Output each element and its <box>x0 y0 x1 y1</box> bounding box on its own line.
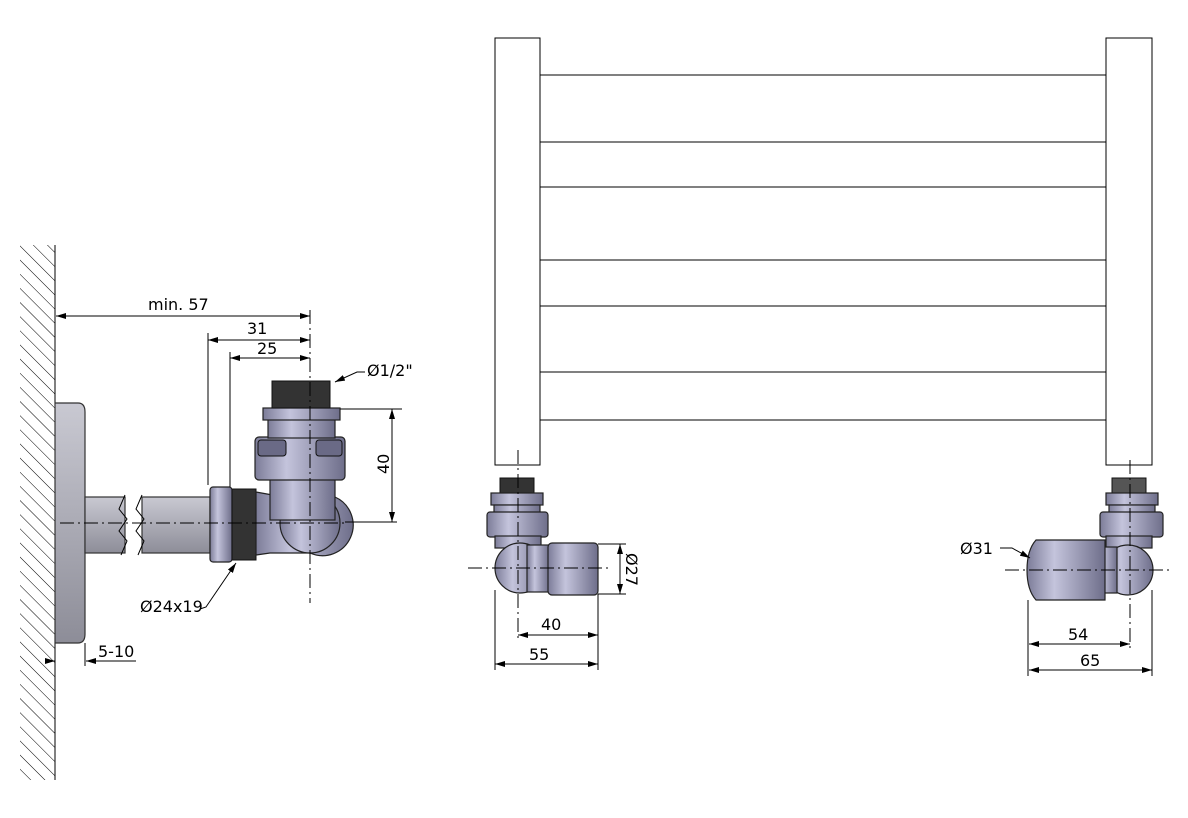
side-valve <box>209 380 354 563</box>
pipe-connection-label: Ø24x19 <box>140 597 203 616</box>
dimension-25: 25 <box>229 339 310 487</box>
dim-40-label: 40 <box>374 454 393 474</box>
right-valve <box>1026 477 1164 601</box>
dim-31-label: 31 <box>247 319 267 338</box>
dim-min-57-label: min. 57 <box>148 295 209 314</box>
dimension-diameter-31: Ø31 <box>960 539 1031 559</box>
dimension-right-54: 54 <box>1027 590 1153 676</box>
dim-left-55-label: 55 <box>529 645 549 664</box>
thread-label: Ø1/2" <box>367 361 413 380</box>
dim-5-10-label: 5-10 <box>98 642 134 661</box>
wall <box>20 245 56 780</box>
dimension-40-height: 40 <box>340 408 402 523</box>
dimension-diameter-27: Ø27 <box>598 543 641 595</box>
dim-right-65-label: 65 <box>1080 651 1100 670</box>
dim-25-label: 25 <box>257 339 277 358</box>
diameter-31-label: Ø31 <box>960 539 993 558</box>
left-valve <box>486 477 599 596</box>
dimension-right-65: 65 <box>1029 651 1152 673</box>
pipe <box>84 494 211 556</box>
dim-right-54-label: 54 <box>1068 625 1088 644</box>
diameter-27-label: Ø27 <box>622 553 641 586</box>
dimension-left-40: 40 <box>494 590 599 670</box>
dim-left-40-label: 40 <box>541 615 561 634</box>
dimension-31: 31 <box>207 319 310 485</box>
dimension-min-57: min. 57 <box>56 295 310 319</box>
radiator <box>494 37 1153 466</box>
dimension-left-55: 55 <box>495 645 598 667</box>
dimension-thread: Ø1/2" <box>334 361 413 383</box>
dimension-5-10: 5-10 <box>45 642 136 666</box>
dimension-pipe-connection: Ø24x19 <box>140 562 237 616</box>
